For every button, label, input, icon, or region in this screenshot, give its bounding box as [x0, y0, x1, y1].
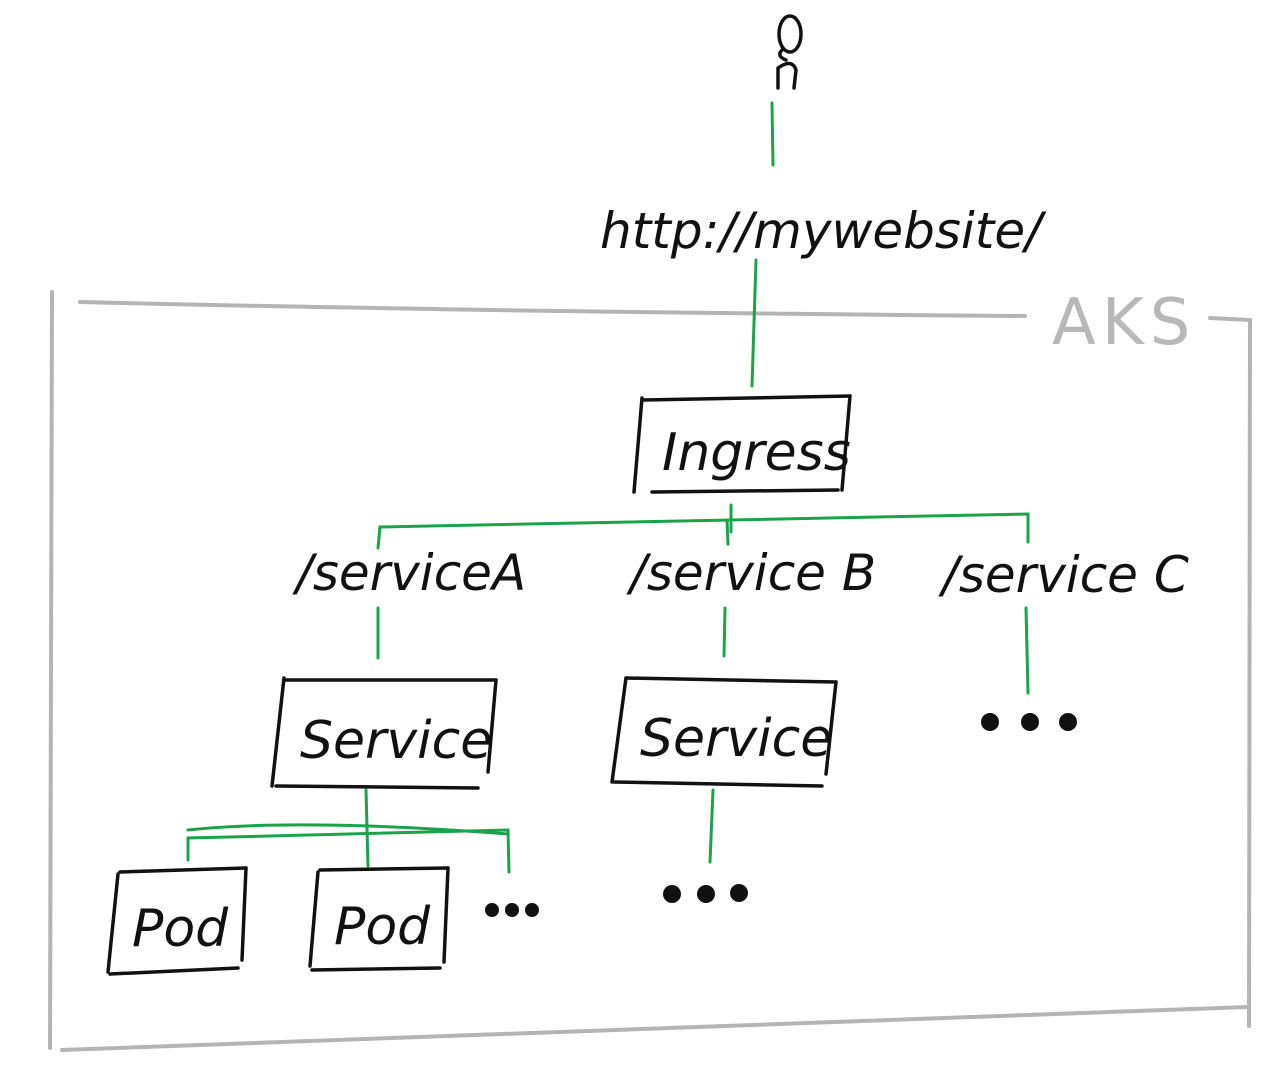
pod-box-1: Pod [106, 866, 248, 976]
url-label: http://mywebsite/ [600, 202, 1047, 260]
route-label-c: /service C [938, 546, 1189, 604]
service-c-more-indicator [981, 713, 1077, 731]
route-c-to-more-connector [1024, 606, 1030, 695]
pods-more-indicator [485, 903, 539, 917]
cluster-label: AKS [1052, 286, 1196, 360]
ingress-label: Ingress [662, 423, 851, 483]
route-label-b: /service B [626, 544, 876, 602]
service-a-to-pods-connector [364, 788, 370, 868]
routes-branch-line [376, 512, 1030, 550]
pod-label-2: Pod [334, 897, 431, 957]
route-label-a: /serviceA [292, 544, 526, 602]
user-to-url-connector [770, 101, 775, 167]
service-b-label: Service [640, 709, 832, 769]
aks-cluster-boundary: AKS [48, 286, 1253, 1052]
connectors [186, 101, 1030, 874]
service-b-more-indicator [663, 884, 748, 903]
service-b-box: Service [610, 676, 838, 788]
service-b-to-more-connector [708, 788, 715, 864]
service-a-label: Service [300, 711, 492, 771]
pods-branch-line [186, 828, 511, 874]
person-icon [776, 14, 803, 90]
service-a-box: Service [270, 676, 498, 790]
route-b-to-service-connector [722, 606, 727, 658]
url-to-ingress-connector [750, 258, 758, 388]
ingress-box: Ingress [632, 394, 852, 494]
pod-box-2: Pod [308, 866, 450, 972]
pod-label-1: Pod [132, 899, 229, 959]
